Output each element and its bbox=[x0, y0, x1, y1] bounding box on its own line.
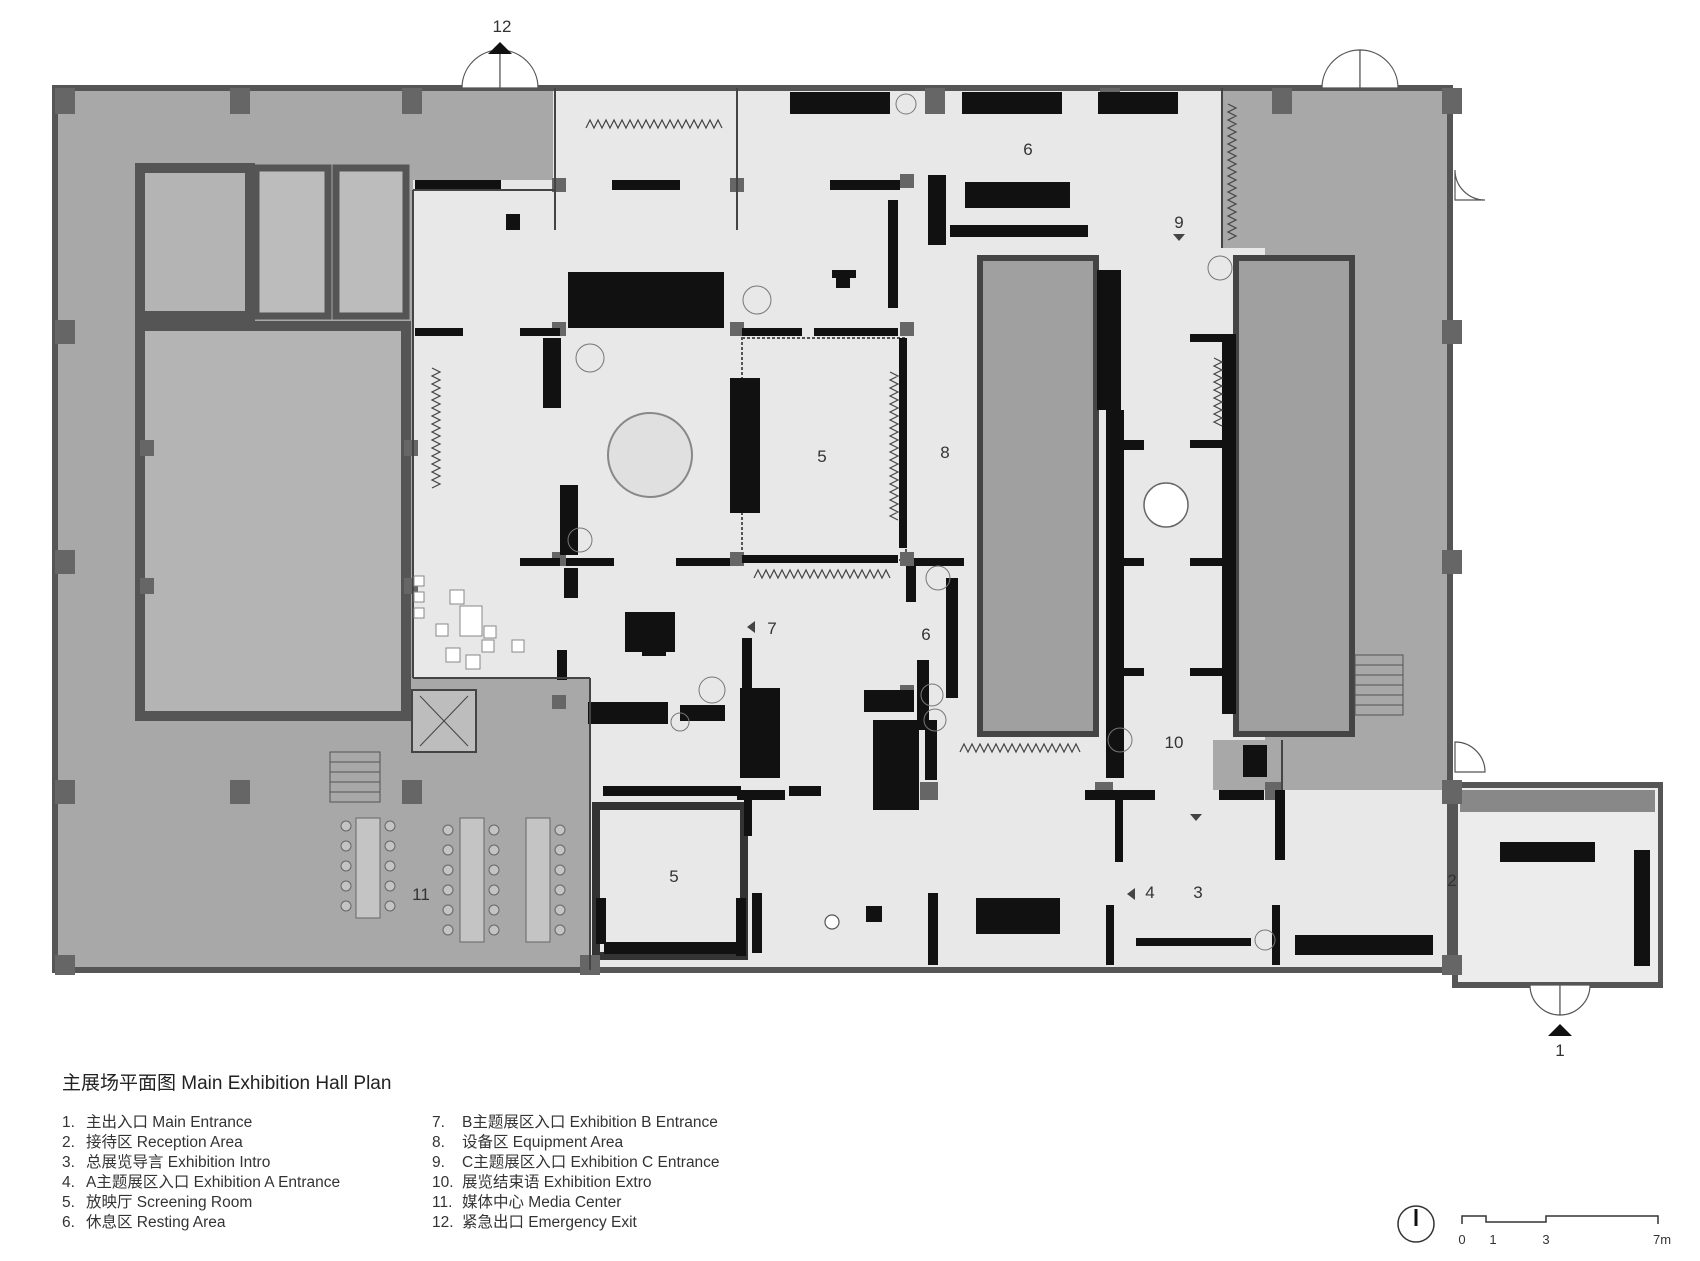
legend-text: 主出入口 Main Entrance bbox=[86, 1114, 253, 1131]
direction-arrows bbox=[747, 234, 1202, 900]
legend-num: 3. bbox=[62, 1154, 75, 1171]
elevator bbox=[411, 689, 477, 753]
legend-item: 10. 展览结束语 Exhibition Extro bbox=[432, 1173, 720, 1193]
plan-label-9: 9 bbox=[1174, 213, 1183, 232]
legend-column-1: 1. 主出入口 Main Entrance 2. 接待区 Reception Are… bbox=[62, 1113, 340, 1233]
inner-rooms bbox=[135, 163, 411, 721]
legend-text: 紧急出口 Emergency Exit bbox=[462, 1214, 637, 1231]
legend-text: B主题展区入口 Exhibition B Entrance bbox=[462, 1114, 718, 1131]
restrooms bbox=[252, 164, 410, 320]
screening-room-b bbox=[592, 802, 748, 960]
scale-tick-7m: 7m bbox=[1653, 1232, 1671, 1247]
legend-column-2: 7. B主题展区入口 Exhibition B Entrance 8. 设备区 Eq… bbox=[432, 1113, 720, 1233]
plant-icons bbox=[567, 93, 1276, 951]
legend-item: 6. 休息区 Resting Area bbox=[62, 1213, 340, 1233]
legend-item: 4. A主题展区入口 Exhibition A Entrance bbox=[62, 1173, 340, 1193]
plan-label-8: 8 bbox=[940, 443, 949, 462]
round-planter bbox=[607, 412, 693, 498]
legend-num: 4. bbox=[62, 1174, 75, 1191]
reception-room bbox=[1458, 788, 1658, 982]
round-table bbox=[1143, 482, 1189, 528]
scale-bar: 0 1 3 7m bbox=[1458, 1215, 1671, 1247]
legend-text: 媒体中心 Media Center bbox=[462, 1194, 622, 1211]
legend-item: 9. C主题展区入口 Exhibition C Entrance bbox=[432, 1153, 720, 1173]
legend-text: 展览结束语 Exhibition Extro bbox=[462, 1174, 652, 1191]
lounge-seating bbox=[413, 575, 525, 670]
plan-label-5a: 5 bbox=[817, 447, 826, 466]
legend-num: 2. bbox=[62, 1134, 75, 1151]
stairs bbox=[329, 654, 1404, 803]
legend-text: 设备区 Equipment Area bbox=[462, 1134, 624, 1151]
legend-num: 7. bbox=[432, 1114, 445, 1131]
legend-text: 接待区 Reception Area bbox=[86, 1134, 243, 1151]
plan-label-12: 12 bbox=[493, 17, 512, 36]
scale-tick-0: 0 bbox=[1458, 1232, 1465, 1247]
legend-text: 休息区 Resting Area bbox=[86, 1214, 226, 1231]
legend-num: 8. bbox=[432, 1134, 445, 1151]
legend-item: 1. 主出入口 Main Entrance bbox=[62, 1113, 340, 1133]
legend-text: C主题展区入口 Exhibition C Entrance bbox=[462, 1154, 720, 1171]
emergency-exit-arrow-icon bbox=[488, 42, 512, 54]
legend-num: 1. bbox=[62, 1114, 75, 1131]
drawing-title: 主展场平面图 Main Exhibition Hall Plan bbox=[62, 1073, 392, 1094]
legend-item: 11. 媒体中心 Media Center bbox=[432, 1193, 720, 1213]
north-arrow-icon bbox=[1397, 1205, 1435, 1243]
legend-text: 放映厅 Screening Room bbox=[86, 1194, 253, 1211]
legend-item: 5. 放映厅 Screening Room bbox=[62, 1193, 340, 1213]
plan-label-3: 3 bbox=[1193, 883, 1202, 902]
legend-num: 6. bbox=[62, 1214, 75, 1231]
legend-item: 3. 总展览导言 Exhibition Intro bbox=[62, 1153, 340, 1173]
plan-label-11: 11 bbox=[412, 885, 430, 904]
scale-tick-3: 3 bbox=[1542, 1232, 1549, 1247]
legend-num: 5. bbox=[62, 1194, 75, 1211]
legend-item: 12. 紧急出口 Emergency Exit bbox=[432, 1213, 720, 1233]
scale-tick-1: 1 bbox=[1489, 1232, 1496, 1247]
thin-walls bbox=[412, 88, 1283, 970]
legend-text: 总展览导言 Exhibition Intro bbox=[86, 1154, 271, 1171]
legend-num: 12. bbox=[432, 1214, 454, 1231]
columns bbox=[55, 88, 1462, 975]
plan-label-6b: 6 bbox=[921, 625, 930, 644]
legend-item: 7. B主题展区入口 Exhibition B Entrance bbox=[432, 1113, 720, 1133]
legend-text: A主题展区入口 Exhibition A Entrance bbox=[86, 1174, 341, 1191]
doors bbox=[461, 49, 1591, 1016]
display-panels bbox=[415, 92, 1650, 966]
legend-num: 10. bbox=[432, 1174, 454, 1191]
plan-label-6a: 6 bbox=[1023, 140, 1032, 159]
small-round-table bbox=[824, 914, 840, 930]
legend-num: 11. bbox=[432, 1194, 453, 1211]
long-display-blocks bbox=[977, 255, 1355, 737]
reception-wall bbox=[1460, 790, 1655, 812]
media-center-furniture bbox=[340, 817, 566, 943]
plan-label-5b: 5 bbox=[669, 867, 678, 886]
legend-item: 8. 设备区 Equipment Area bbox=[432, 1133, 720, 1153]
plan-label-10: 10 bbox=[1165, 733, 1184, 752]
plan-label-4: 4 bbox=[1145, 883, 1154, 902]
zigzag-panels bbox=[430, 103, 1238, 754]
plan-label-7: 7 bbox=[767, 619, 776, 638]
plan-labels: 1 2 3 4 5 5 6 6 7 8 9 10 11 12 bbox=[412, 17, 1565, 1060]
main-entrance-arrow-icon bbox=[1548, 1024, 1572, 1036]
legend-item: 2. 接待区 Reception Area bbox=[62, 1133, 340, 1153]
legend-num: 9. bbox=[432, 1154, 445, 1171]
plan-label-2: 2 bbox=[1447, 871, 1456, 890]
plan-label-1: 1 bbox=[1555, 1041, 1564, 1060]
